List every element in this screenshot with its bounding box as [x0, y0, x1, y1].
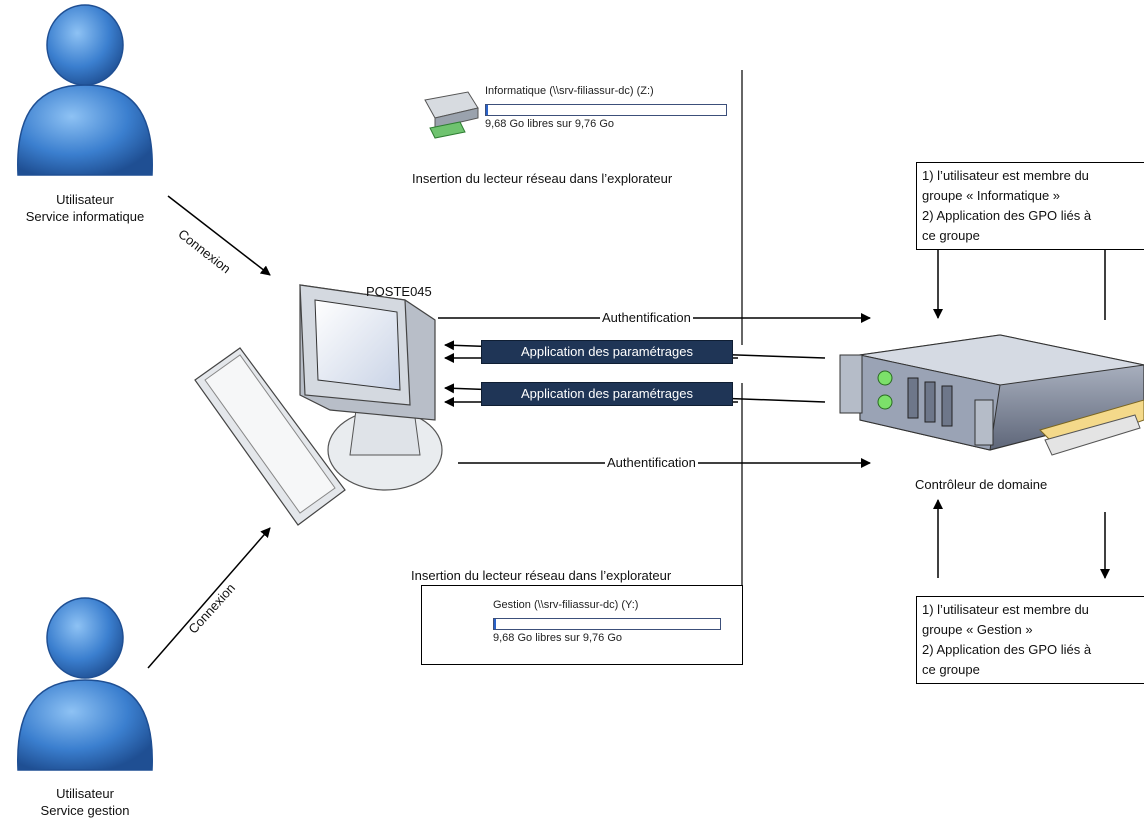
drive-free-space: 9,68 Go libres sur 9,76 Go — [493, 632, 623, 644]
workstation-icon — [299, 284, 443, 491]
info-box-informatique: 1) l’utilisateur est membre du groupe « … — [916, 162, 1144, 250]
info-line: ce groupe — [922, 228, 980, 243]
apply-settings-box-top: Application des paramétrages — [481, 340, 733, 364]
drive-panel-informatique: Informatique (\\srv-filiassur-dc) (Z:) 9… — [485, 85, 735, 135]
drive-name: Gestion (\\srv-filiassur-dc) (Y:) — [493, 599, 639, 611]
server-icon — [839, 334, 1144, 456]
user-label-line: Utilisateur — [56, 786, 114, 801]
info-line: 1) l’utilisateur est membre du — [922, 168, 1089, 183]
info-line: groupe « Gestion » — [922, 622, 1033, 637]
insertion-label-top: Insertion du lecteur réseau dans l’explo… — [412, 171, 673, 186]
drive-usage-fill — [486, 105, 488, 115]
user-icon-gestion — [17, 597, 153, 771]
auth-label-top: Authentification — [600, 310, 693, 325]
insertion-label-bottom: Insertion du lecteur réseau dans l’explo… — [411, 568, 672, 583]
drive-panel-gestion: Gestion (\\srv-filiassur-dc) (Y:) 9,68 G… — [493, 599, 733, 649]
user-icon-informatique — [17, 4, 153, 176]
auth-label-bottom: Authentification — [605, 455, 698, 470]
keyboard-icon — [194, 347, 346, 526]
user-label-line: Service gestion — [40, 803, 130, 818]
user-label-informatique: Utilisateur Service informatique — [26, 191, 145, 225]
network-drive-icon-top — [424, 91, 479, 139]
workstation-name: POSTE045 — [366, 284, 432, 299]
drive-name: Informatique (\\srv-filiassur-dc) (Z:) — [485, 85, 654, 97]
connexion-arrow-bottom — [147, 527, 271, 669]
info-line: 2) Application des GPO liés à — [922, 642, 1092, 657]
info-line: 2) Application des GPO liés à — [922, 208, 1092, 223]
drive-free-space: 9,68 Go libres sur 9,76 Go — [485, 118, 615, 130]
user-label-line: Service informatique — [25, 209, 145, 224]
info-line: ce groupe — [922, 662, 980, 677]
drive-usage-fill — [494, 619, 496, 629]
drive-usage-bar — [493, 618, 721, 630]
connexion-arrow-top — [167, 195, 271, 276]
info-line: 1) l’utilisateur est membre du — [922, 602, 1089, 617]
server-label: Contrôleur de domaine — [915, 477, 1048, 492]
user-label-line: Utilisateur — [56, 192, 114, 207]
user-label-gestion: Utilisateur Service gestion — [41, 785, 130, 819]
info-line: groupe « Informatique » — [922, 188, 1061, 203]
info-box-gestion: 1) l’utilisateur est membre du groupe « … — [916, 596, 1144, 684]
apply-settings-box-bottom: Application des paramétrages — [481, 382, 733, 406]
drive-usage-bar — [485, 104, 727, 116]
